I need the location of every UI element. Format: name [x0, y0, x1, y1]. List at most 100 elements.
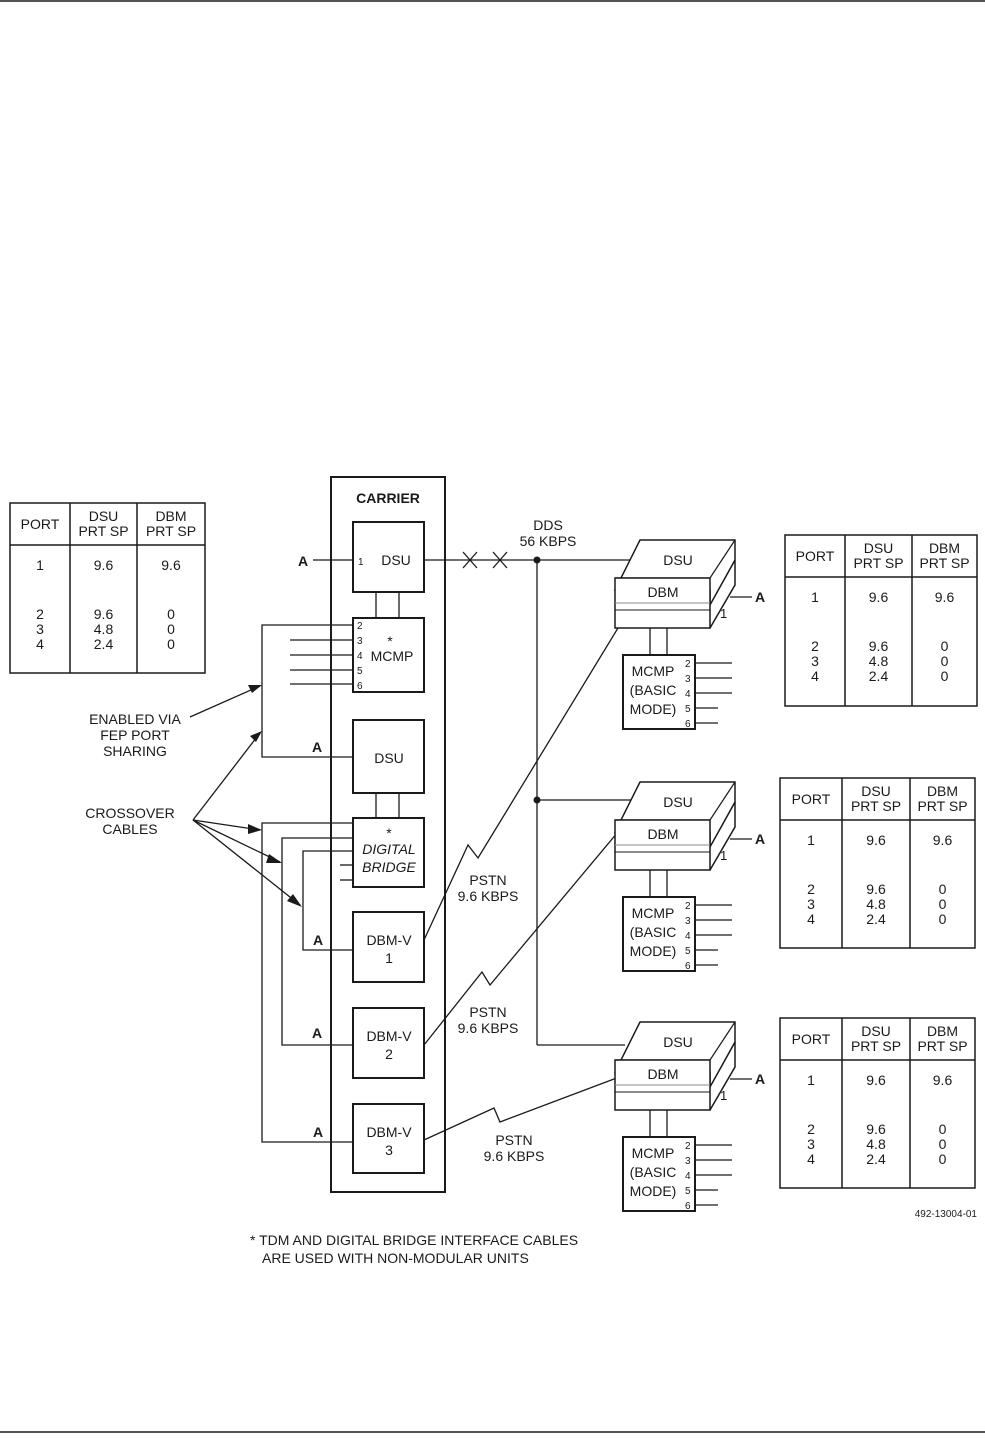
port-a: A	[755, 589, 765, 605]
table-header: PRT SP	[853, 555, 903, 571]
remote-dbm-label: DBM	[647, 826, 678, 842]
carrier-title: CARRIER	[356, 490, 420, 506]
pstn-speed: 9.6 KBPS	[458, 1020, 519, 1036]
table-cell: 4.8	[866, 896, 886, 912]
table-header: DSU	[861, 1023, 891, 1039]
table-header: DBM	[927, 783, 958, 799]
table-cell: 9.6	[933, 832, 953, 848]
table-header: PRT SP	[851, 1038, 901, 1054]
remote-port-1: 1	[720, 1088, 727, 1103]
pstn-label: PSTN	[469, 1004, 506, 1020]
remote-mcmp-label: MCMP	[632, 905, 675, 921]
table-cell: 2	[807, 881, 815, 897]
table-header: PRT SP	[917, 1038, 967, 1054]
port-a: A	[755, 831, 765, 847]
table-cell: 4	[36, 636, 44, 652]
table-cell: 9.6	[866, 1121, 886, 1137]
remote-mcmp-box	[622, 654, 696, 730]
table-cell: 9.6	[869, 589, 889, 605]
remote-mcmp-box	[622, 1136, 696, 1212]
dbmv-num: 1	[385, 950, 393, 966]
table-cell: 1	[807, 1072, 815, 1088]
remote-mcmp-port: 4	[685, 1171, 691, 1182]
pstn-label: PSTN	[469, 872, 506, 888]
crossover-label: CABLES	[102, 821, 157, 837]
table-cell: 9.6	[933, 1072, 953, 1088]
remote-mcmp-port: 2	[685, 659, 691, 670]
table-cell: 9.6	[866, 1072, 886, 1088]
dbmv-box-3	[352, 1103, 425, 1174]
table-header: PORT	[21, 516, 60, 532]
pstn-label: PSTN	[495, 1132, 532, 1148]
table-cell: 4.8	[94, 621, 114, 637]
port-a: A	[755, 1071, 765, 1087]
dbmv-label: DBM-V	[366, 1124, 412, 1140]
remote-mcmp-label: MODE)	[630, 701, 677, 717]
dbmv-num: 2	[385, 1046, 393, 1062]
remote-mcmp-port: 6	[685, 1201, 691, 1212]
remote-mcmp-port: 5	[685, 946, 691, 957]
table-cell: 0	[939, 1136, 947, 1152]
remote-side	[709, 802, 736, 871]
mcmp-star: *	[387, 633, 393, 649]
table-cell: 0	[939, 911, 947, 927]
port-a-labels: A A A A A	[298, 553, 323, 1140]
table-header: PRT SP	[851, 798, 901, 814]
table-frame	[9, 502, 206, 674]
table-cell: 9.6	[866, 881, 886, 897]
footnote: * TDM AND DIGITAL BRIDGE INTERFACE CABLE…	[250, 1232, 578, 1248]
table-header: DBM	[927, 1023, 958, 1039]
dbmv-label: DBM-V	[366, 1028, 412, 1044]
port-a: A	[312, 1025, 322, 1041]
table-cell: 0	[939, 1121, 947, 1137]
table-header: PRT SP	[146, 523, 196, 539]
table-cell: 2	[36, 606, 44, 622]
table-cell: 9.6	[94, 606, 114, 622]
bridge-label: DIGITAL	[362, 841, 415, 857]
dsu-label-2: DSU	[374, 750, 404, 766]
table-header: PORT	[796, 548, 835, 564]
table-cell: 2	[807, 1121, 815, 1137]
table-cell: 2.4	[869, 668, 889, 684]
table-header: DSU	[861, 783, 891, 799]
table-cell: 9.6	[161, 557, 181, 573]
remote-mcmp-port: 2	[685, 901, 691, 912]
table-cell: 2.4	[866, 911, 886, 927]
remote-dsu-label: DSU	[663, 1034, 693, 1050]
remote-mcmp-label: MCMP	[632, 1145, 675, 1161]
enabled-label: ENABLED VIA	[89, 711, 181, 727]
table-cell: 0	[167, 606, 175, 622]
remote-mcmp-port: 6	[685, 961, 691, 972]
mcmp-port: 6	[357, 681, 363, 692]
dds-speed: 56 KBPS	[520, 533, 577, 549]
dsu-label-1: DSU	[381, 552, 411, 568]
mcmp-port: 5	[357, 666, 363, 677]
table-cell: 0	[939, 896, 947, 912]
table-frame	[784, 534, 978, 707]
remote-side	[709, 1042, 736, 1111]
table-cell: 2.4	[866, 1151, 886, 1167]
table-cell: 4.8	[866, 1136, 886, 1152]
table-cell: 3	[36, 621, 44, 637]
mcmp-port: 4	[357, 651, 363, 662]
table-header: PRT SP	[917, 798, 967, 814]
mcmp-port: 3	[357, 636, 363, 647]
enabled-label: SHARING	[103, 743, 167, 759]
port-a: A	[313, 1124, 323, 1140]
port-a: A	[313, 932, 323, 948]
remote-port-1: 1	[720, 606, 727, 621]
port-a: A	[312, 739, 322, 755]
remote-mcmp-port: 4	[685, 689, 691, 700]
table-cell: 0	[941, 653, 949, 669]
remote-mcmp-port: 5	[685, 704, 691, 715]
remote-mcmp-port: 3	[685, 916, 691, 927]
table-cell: 1	[807, 832, 815, 848]
table-header: DSU	[864, 540, 894, 556]
table-cell: 0	[941, 638, 949, 654]
table-frame	[779, 1017, 976, 1189]
table-cell: 0	[167, 636, 175, 652]
table-cell: 1	[811, 589, 819, 605]
